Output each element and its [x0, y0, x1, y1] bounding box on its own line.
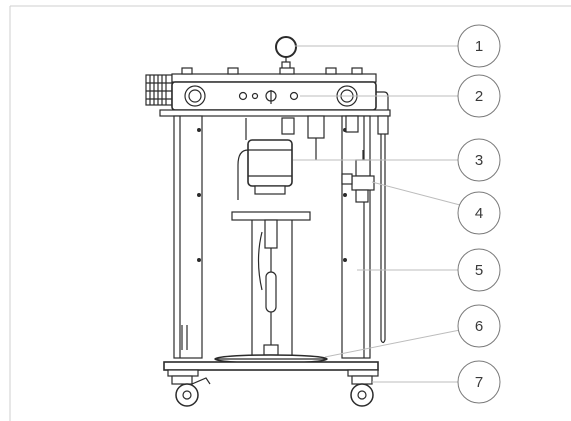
callout-label-1: 1 — [475, 38, 483, 55]
callout-7: 7 — [457, 360, 501, 404]
callout-label-5: 5 — [475, 262, 483, 279]
leader-line-4 — [371, 181, 461, 206]
upper-frame-plate — [159, 109, 391, 117]
callout-bubbles: 1 2 3 4 5 6 7 — [457, 24, 501, 404]
pressure-gauge — [275, 36, 297, 73]
callout-label-3: 3 — [475, 152, 483, 169]
return-hose — [377, 115, 389, 344]
left-caster-wheel — [171, 375, 211, 407]
base-frame — [163, 361, 379, 377]
right-side-panel — [341, 115, 371, 359]
machine-assembly — [145, 36, 391, 407]
callout-1: 1 — [457, 24, 501, 68]
right-caster-wheel — [350, 375, 374, 407]
callout-2: 2 — [457, 74, 501, 118]
left-side-panel — [173, 115, 203, 359]
leader-lines — [293, 45, 461, 383]
coil-heater — [145, 74, 173, 106]
callout-label-4: 4 — [475, 205, 483, 222]
callout-label-7: 7 — [475, 374, 483, 391]
top-cover-plate — [171, 67, 377, 83]
callout-4: 4 — [457, 191, 501, 235]
pump-mount-plate — [231, 211, 311, 221]
callout-5: 5 — [457, 248, 501, 292]
leader-line-6 — [324, 329, 461, 358]
pump-shaft — [251, 219, 293, 358]
callout-label-6: 6 — [475, 318, 483, 335]
callout-label-2: 2 — [475, 88, 483, 105]
callout-3: 3 — [457, 138, 501, 182]
callout-6: 6 — [457, 304, 501, 348]
pump-motor — [237, 115, 325, 200]
